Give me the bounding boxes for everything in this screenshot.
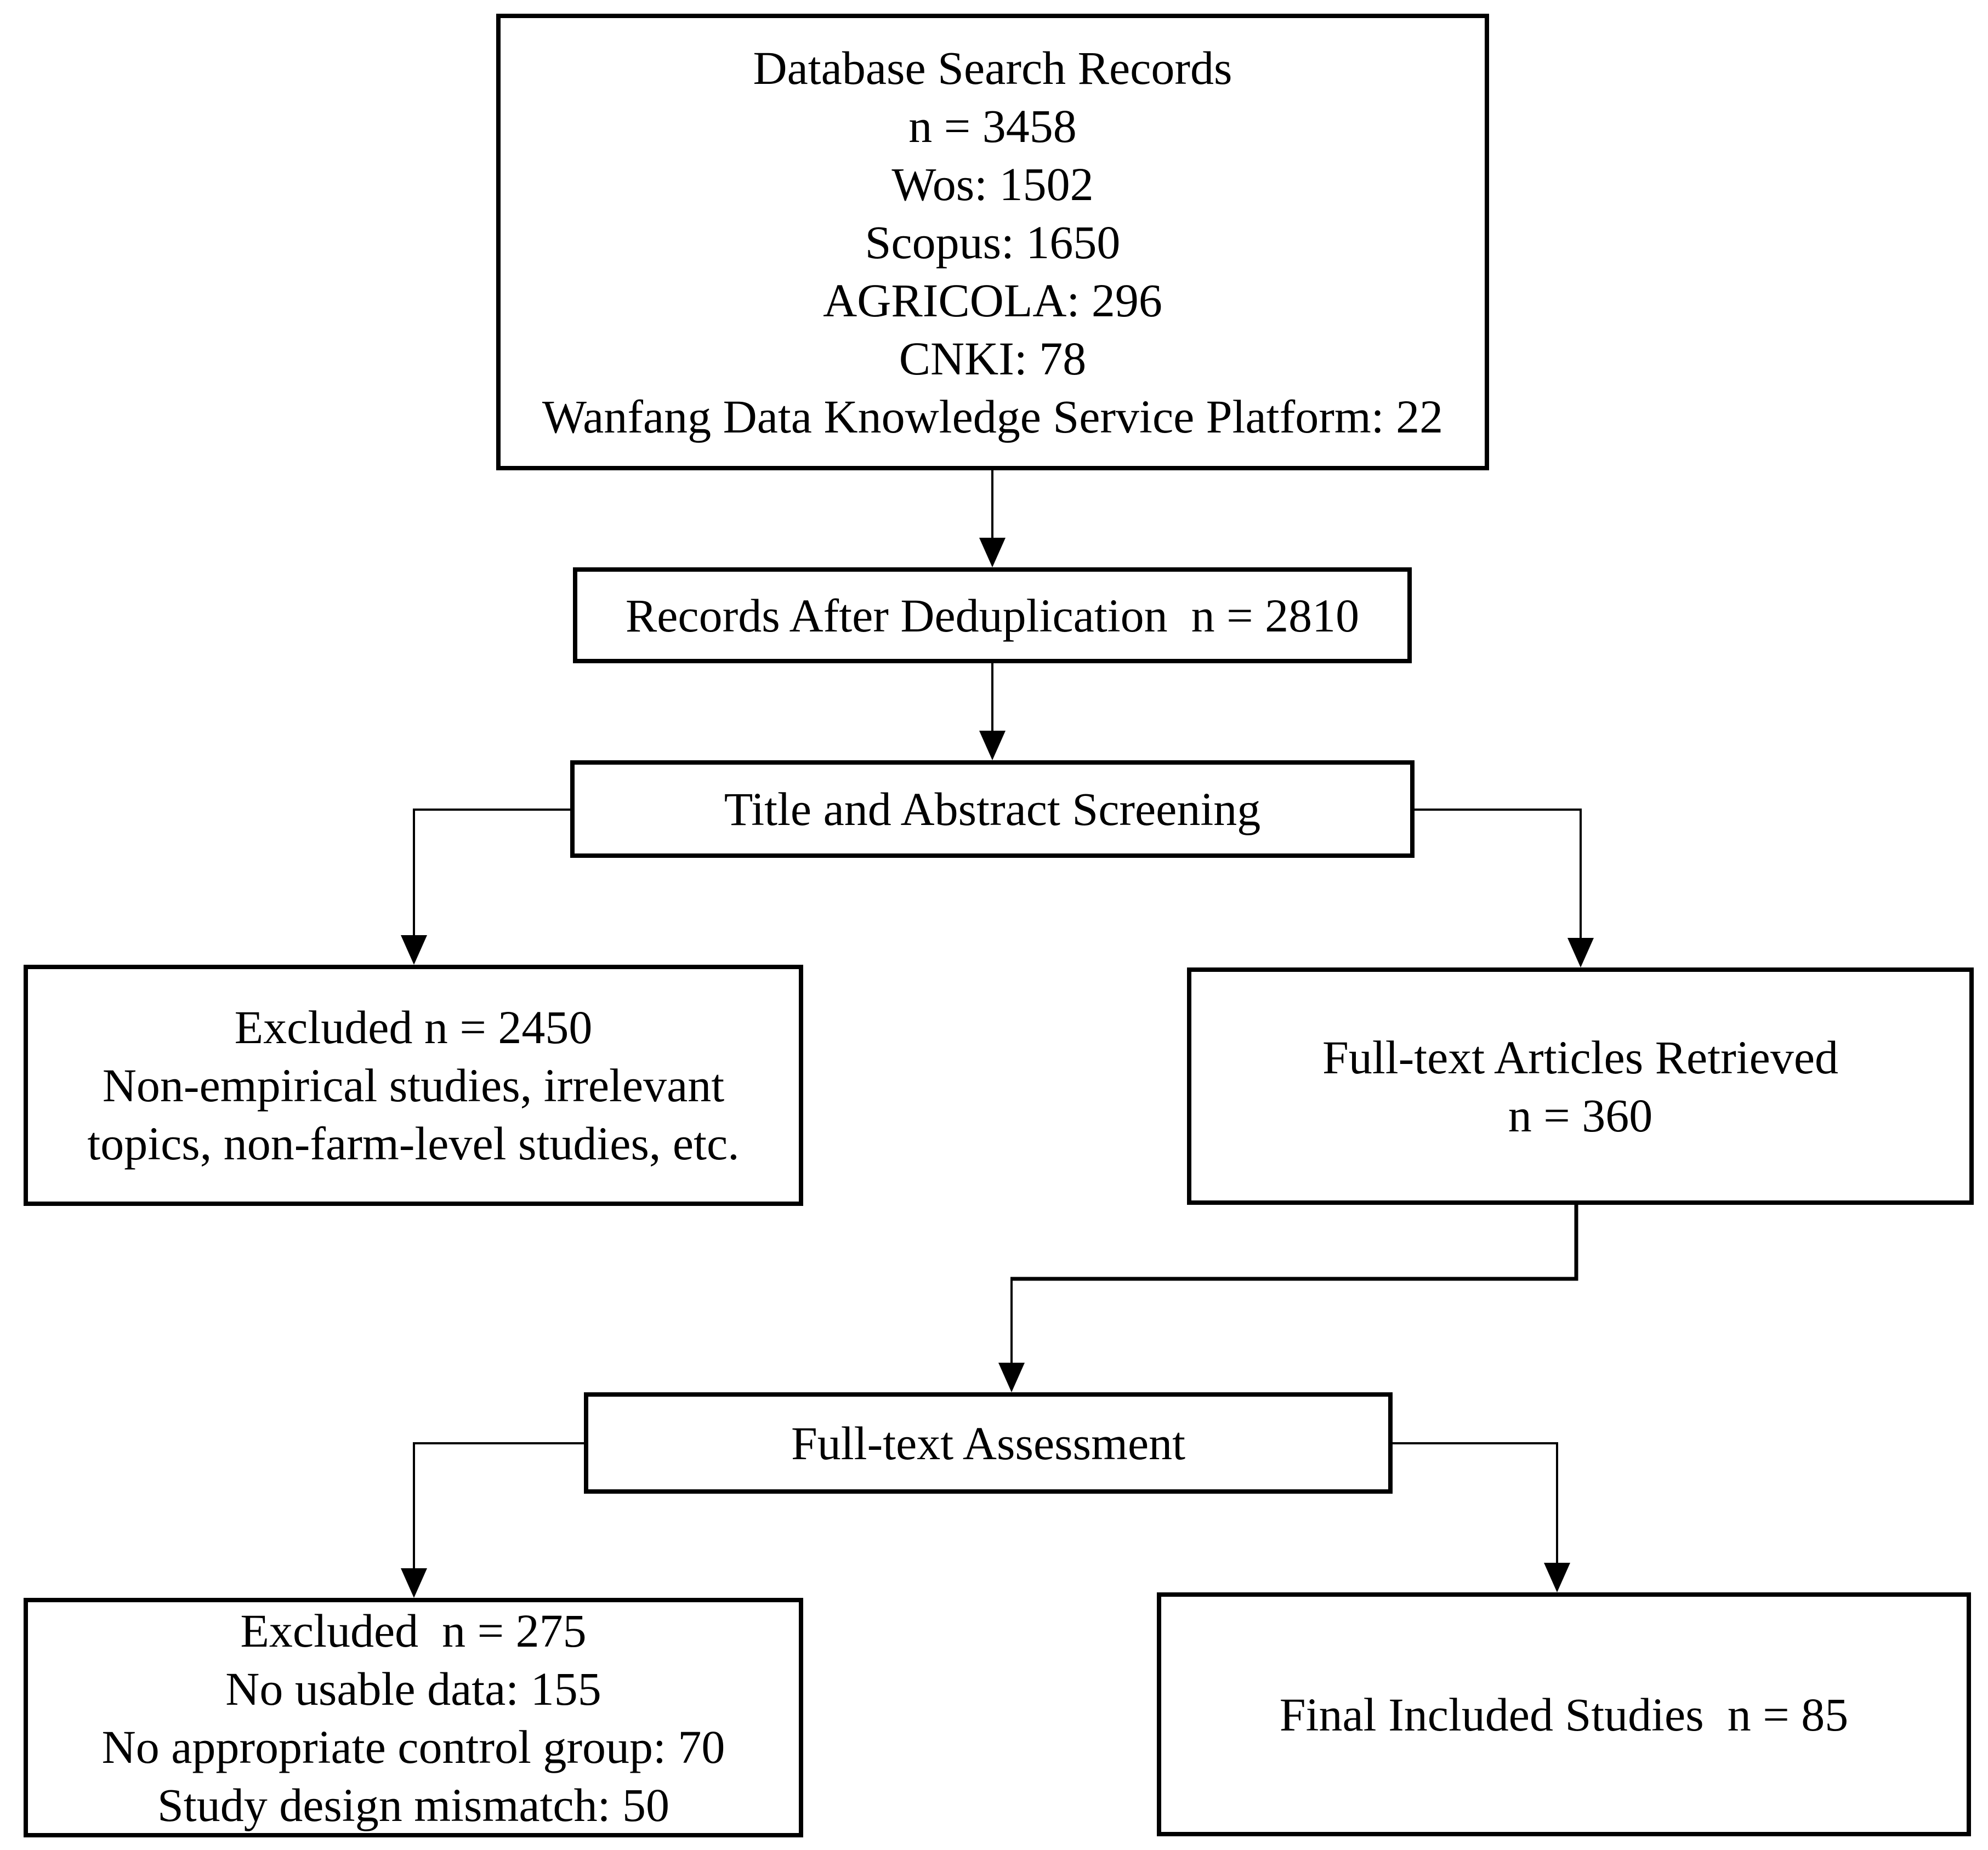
box-records-after-deduplication: Records After Deduplication n = 2810 — [573, 567, 1412, 663]
box-line: CNKI: 78 — [899, 332, 1087, 385]
box-line: topics, non-farm-level studies, etc. — [87, 1117, 740, 1170]
connector-assessment-to-excluded — [413, 1442, 584, 1573]
box-excluded-fulltext: Excluded n = 275 No usable data: 155 No … — [24, 1598, 803, 1837]
arrowhead-into-retrieved-icon — [1567, 938, 1594, 967]
box-fulltext-articles-retrieved: Full-text Articles Retrieved n = 360 — [1187, 967, 1974, 1205]
connector-retrieved-elbow — [1010, 1205, 1578, 1281]
box-fulltext-assessment: Full-text Assessment — [584, 1392, 1393, 1494]
box-title-abstract-screening: Title and Abstract Screening — [570, 760, 1415, 858]
box-line: Title and Abstract Screening — [724, 783, 1261, 835]
box-line: Scopus: 1650 — [865, 215, 1121, 269]
arrowhead-into-final-icon — [1544, 1563, 1570, 1592]
connector-screening-to-excluded — [413, 809, 570, 940]
box-line: AGRICOLA: 296 — [823, 274, 1162, 327]
arrowhead-into-dedup-icon — [979, 538, 1006, 567]
box-line: No usable data: 155 — [225, 1662, 601, 1715]
box-excluded-screening: Excluded n = 2450 Non-empirical studies,… — [24, 965, 803, 1206]
box-line: n = 360 — [1508, 1089, 1653, 1142]
box-line: n = 3458 — [908, 99, 1077, 152]
box-line: Wanfang Data Knowledge Service Platform:… — [542, 390, 1444, 443]
box-line: Database Search Records — [753, 41, 1232, 94]
connector-screening-to-retrieved — [1415, 809, 1582, 943]
connector-assessment-to-final — [1393, 1442, 1558, 1568]
box-database-search-records: Database Search Records n = 3458 Wos: 15… — [496, 14, 1489, 470]
box-line: Final Included Studies n = 85 — [1279, 1688, 1849, 1741]
arrowhead-into-excluded-screening-icon — [401, 935, 427, 965]
box-final-included-studies: Final Included Studies n = 85 — [1157, 1592, 1971, 1836]
box-line: Study design mismatch: 50 — [157, 1778, 670, 1831]
arrowhead-into-assessment-icon — [998, 1363, 1025, 1392]
arrowhead-into-screening-icon — [979, 731, 1006, 760]
arrowhead-into-excluded-fulltext-icon — [401, 1568, 427, 1598]
box-line: Excluded n = 275 — [240, 1604, 587, 1657]
box-line: Wos: 1502 — [891, 157, 1094, 210]
box-line: Full-text Articles Retrieved — [1322, 1031, 1838, 1084]
box-line: Records After Deduplication n = 2810 — [625, 589, 1360, 642]
box-line: Non-empirical studies, irrelevant — [102, 1059, 725, 1112]
box-line: Full-text Assessment — [791, 1416, 1186, 1470]
box-line: Excluded n = 2450 — [234, 1001, 593, 1054]
box-line: No appropriate control group: 70 — [101, 1720, 725, 1773]
